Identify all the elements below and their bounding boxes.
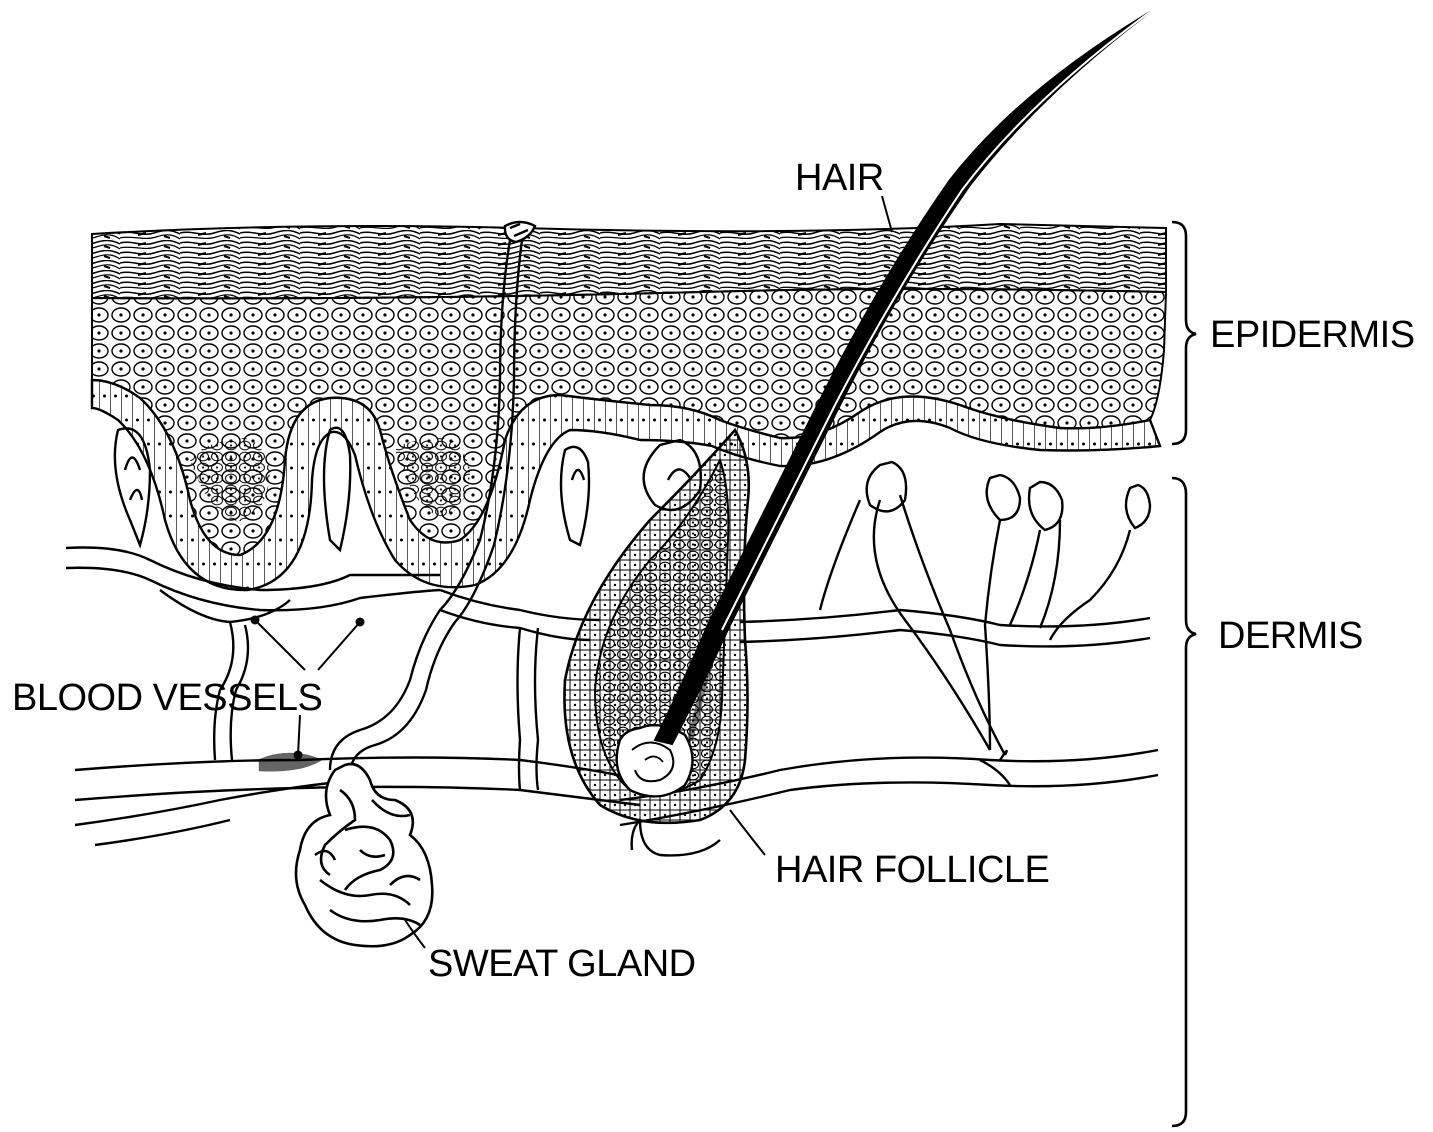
dermis-label: DERMIS bbox=[1218, 615, 1363, 657]
hair-bulb bbox=[617, 725, 693, 796]
epidermis-layer bbox=[92, 224, 1166, 590]
hair-follicle-label: HAIR FOLLICLE bbox=[775, 849, 1049, 891]
hair-follicle-leader bbox=[730, 810, 765, 855]
sweat-gland-label: SWEAT GLAND bbox=[428, 943, 696, 985]
sweat-gland-coil bbox=[296, 764, 432, 946]
blood-vessels-leader-c bbox=[298, 715, 300, 755]
blood-vessels-leader-b bbox=[318, 622, 360, 670]
stratum-corneum bbox=[92, 224, 1166, 298]
blood-vessels-leader-a bbox=[255, 620, 305, 670]
hair-label: HAIR bbox=[795, 157, 884, 199]
hair-leader bbox=[882, 196, 892, 232]
epidermis-bracket-icon bbox=[1172, 222, 1196, 444]
dermis-bracket-icon bbox=[1172, 478, 1196, 1126]
epidermis-label: EPIDERMIS bbox=[1210, 314, 1415, 356]
blood-vessels-label: BLOOD VESSELS bbox=[12, 677, 322, 719]
